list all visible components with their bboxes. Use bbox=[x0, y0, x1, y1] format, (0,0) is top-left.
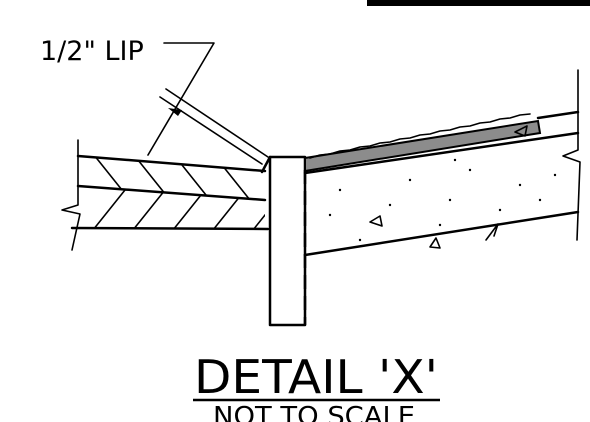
left-pavement-section bbox=[61, 139, 272, 251]
wall-element bbox=[268, 155, 307, 327]
lip-callout-label: 1/2" LIP bbox=[40, 36, 144, 67]
lip-extension-line-lower bbox=[165, 88, 269, 158]
detail-title: DETAIL 'X' bbox=[194, 350, 438, 404]
detail-subtitle: NOT TO SCALE bbox=[213, 402, 415, 422]
lip-extension-line-upper bbox=[159, 96, 263, 165]
lip-callout-leader bbox=[147, 42, 215, 156]
right-slab-section bbox=[303, 69, 581, 257]
lip-dimension-tick bbox=[168, 108, 182, 116]
title-block-edge bbox=[367, 0, 590, 6]
membrane-layer bbox=[304, 119, 542, 173]
